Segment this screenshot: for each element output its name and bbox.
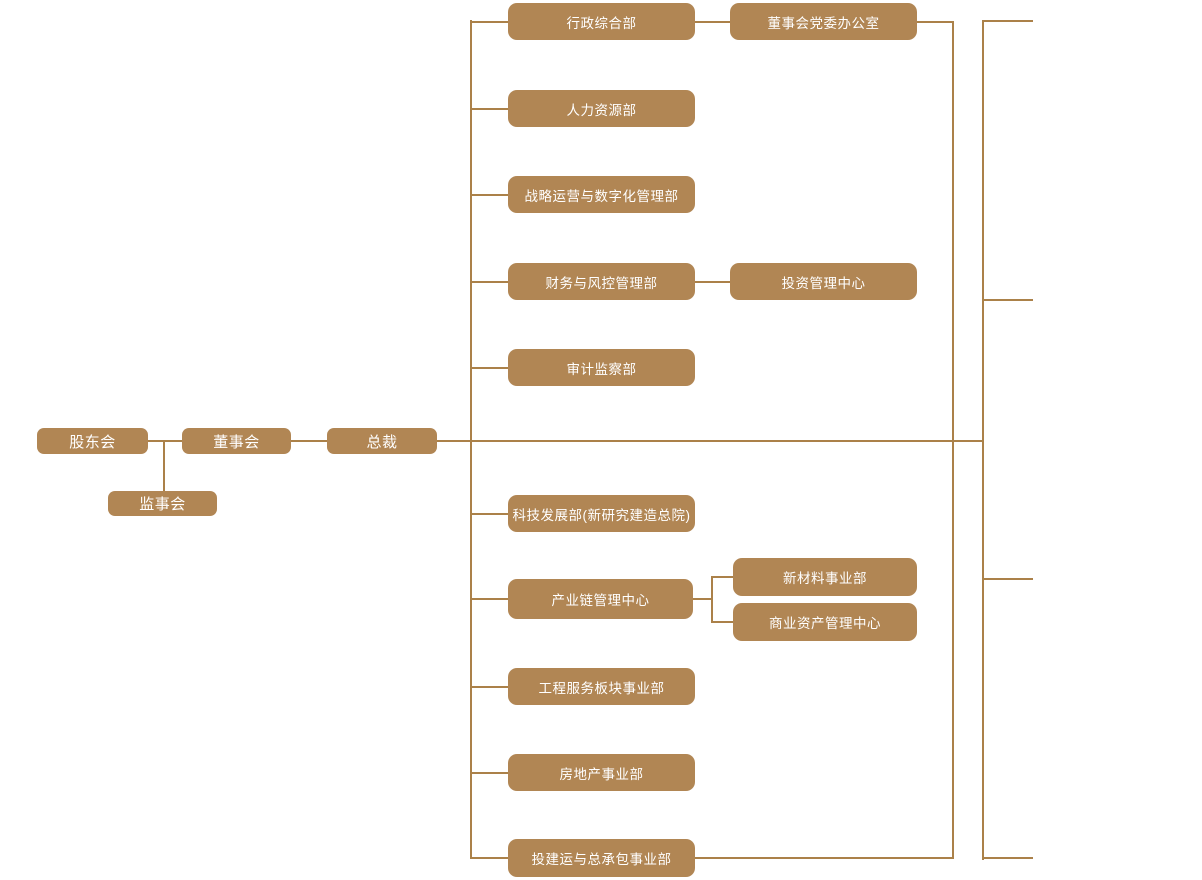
connector-bottom-row-link — [470, 857, 954, 859]
connector-stub-tech-development — [470, 512, 509, 515]
connector-industry-bracket-stem — [693, 598, 712, 600]
org-node-human-resources-dept: 人力资源部 — [508, 90, 695, 127]
org-node-industry-chain-center: 产业链管理中心 — [508, 579, 693, 619]
org-node-president: 总裁 — [327, 428, 437, 454]
connector-stub-industry-chain — [470, 598, 509, 600]
connector-industry-bracket-vertical — [711, 576, 713, 623]
connector-outer-stub-bottom — [982, 857, 1033, 859]
connector-stub-engineering-services — [470, 685, 509, 688]
org-node-supervisory-board: 监事会 — [108, 491, 217, 516]
connector-stub-audit-supervision — [470, 366, 509, 369]
org-node-board-party-office: 董事会党委办公室 — [730, 3, 917, 40]
org-node-shareholders-meeting: 股东会 — [37, 428, 148, 454]
connector-stub-strategy-digital — [470, 193, 509, 196]
connector-stub-real-estate — [470, 771, 509, 774]
org-node-engineering-services-div: 工程服务板块事业部 — [508, 668, 695, 705]
org-node-real-estate-div: 房地产事业部 — [508, 754, 695, 791]
connector-outer-stub-upper — [982, 298, 1033, 301]
connector-row-admin-link — [470, 20, 954, 23]
connector-outer-stub-lower — [982, 577, 1033, 580]
org-node-tech-development-dept: 科技发展部(新研究建造总院) — [508, 495, 695, 532]
connector-trunk-horizontal — [148, 440, 984, 442]
connector-right-rail-outer — [982, 19, 984, 860]
connector-right-rail-inner — [951, 20, 954, 859]
org-node-board-of-directors: 董事会 — [182, 428, 291, 454]
connector-industry-bracket-top — [711, 576, 733, 578]
connector-stub-finance-risk — [470, 280, 509, 283]
org-node-admin-general-dept: 行政综合部 — [508, 3, 695, 40]
org-node-finance-risk-dept: 财务与风控管理部 — [508, 263, 695, 300]
org-node-strategy-digital-dept: 战略运营与数字化管理部 — [508, 176, 695, 213]
org-node-new-materials-div: 新材料事业部 — [733, 558, 917, 596]
connector-outer-stub-top — [982, 19, 1033, 22]
connector-finance-to-investment-link — [695, 280, 730, 283]
org-node-commercial-asset-center: 商业资产管理中心 — [733, 603, 917, 641]
connector-industry-bracket-bottom — [711, 621, 733, 623]
connector-stub-human-resources — [470, 107, 509, 110]
org-node-invest-build-epc-div: 投建运与总承包事业部 — [508, 839, 695, 877]
org-node-audit-supervision-dept: 审计监察部 — [508, 349, 695, 386]
org-node-investment-mgmt-center: 投资管理中心 — [730, 263, 917, 300]
connector-department-spine — [469, 20, 472, 859]
connector-supervisory-drop — [163, 441, 165, 491]
